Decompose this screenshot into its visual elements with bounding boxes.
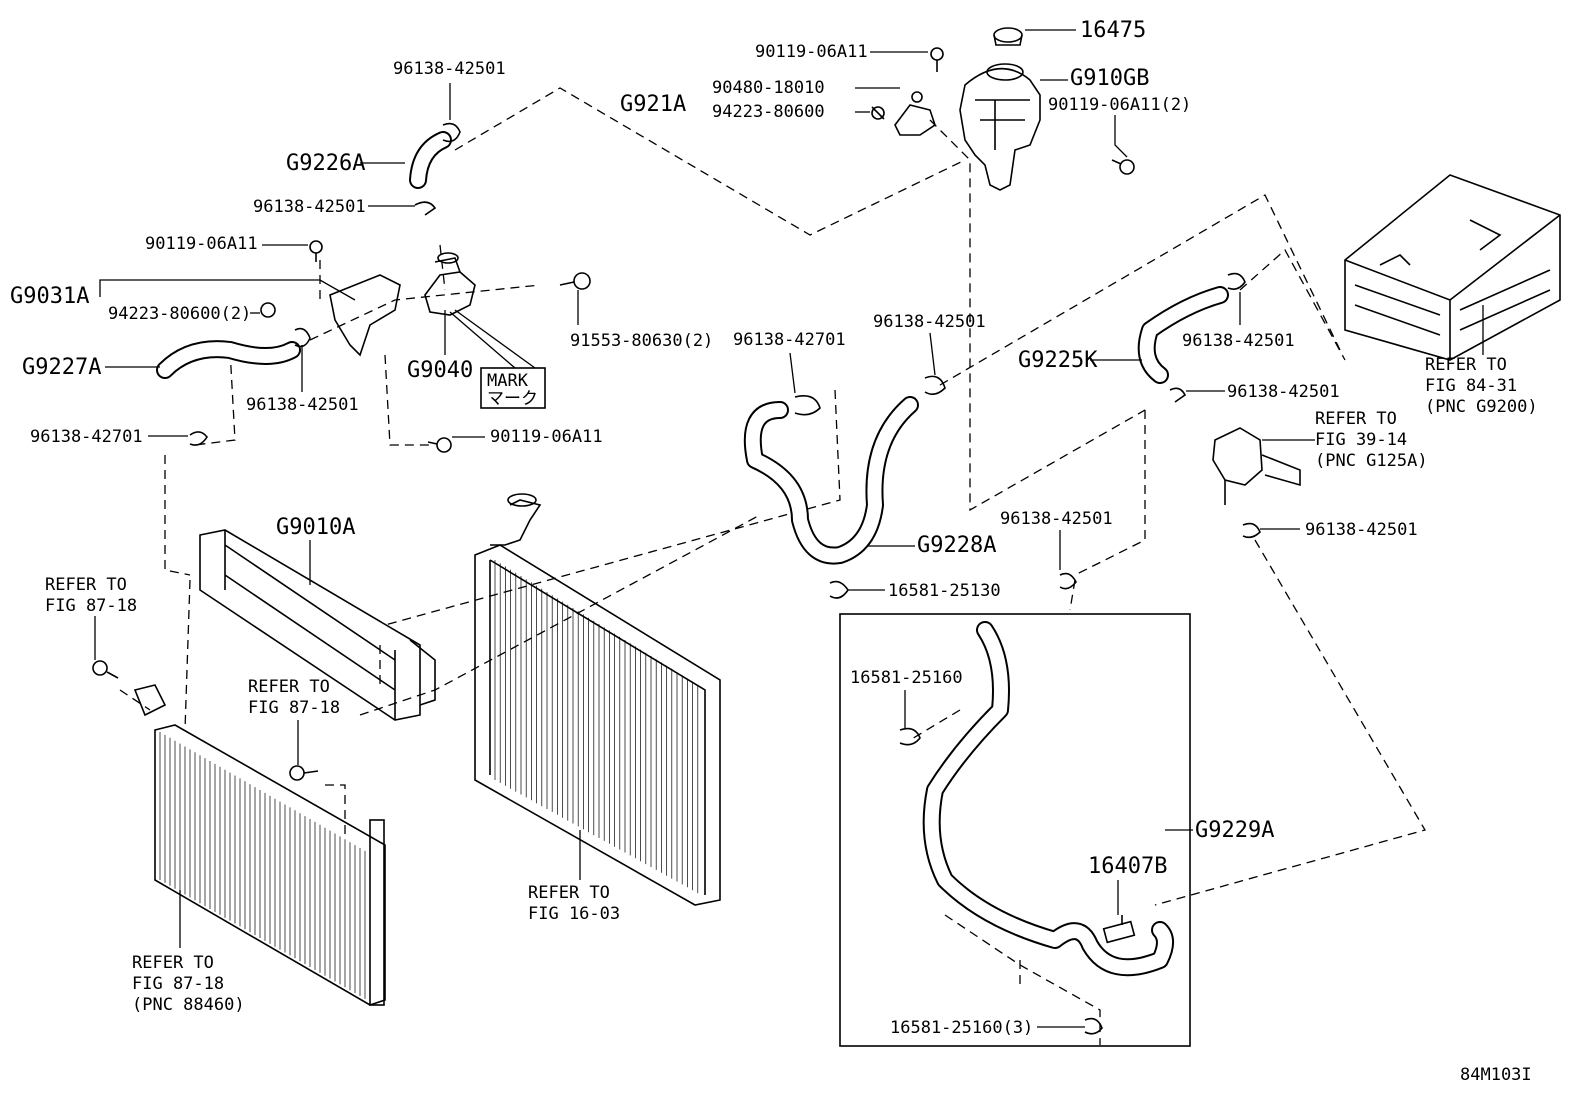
label-refer-87a-2: FIG 87-18 [45,596,137,616]
label-refer-39-3: (PNC G125A) [1315,451,1428,471]
label-90119-left: 90119-06A11 [145,234,258,254]
label-16475: 16475 [1080,18,1146,43]
label-90119-2: 90119-06A11(2) [1048,95,1191,115]
label-90119-top: 90119-06A11 [755,42,868,62]
label-96138-42501-a: 96138-42501 [393,59,506,79]
radiator [474,493,721,906]
label-g921a: G921A [620,92,686,117]
label-96138-42501-e: 96138-42501 [1182,331,1295,351]
label-96138-42501-c: 96138-42501 [246,395,359,415]
label-96138-42701-b: 96138-42701 [733,330,846,350]
label-g9229a: G9229A [1195,818,1274,843]
label-g910gb: G910GB [1070,66,1149,91]
label-g9228a: G9228A [917,533,996,558]
label-refer-87b-1: REFER TO [248,677,330,697]
label-refer-39-2: FIG 39-14 [1315,430,1407,450]
label-mark-jp: マーク [487,389,538,409]
label-94223-top: 94223-80600 [712,102,825,122]
label-96138-42501-d: 96138-42501 [873,312,986,332]
label-g9040: G9040 [407,358,473,383]
condenser-bolts [92,660,319,781]
label-mark-en: MARK [487,371,529,391]
tank-bolts [930,47,1135,175]
label-g9226a: G9226A [286,151,365,176]
callout-labels: 16475 90119-06A11 90480-18010 G921A 9422… [10,18,1538,1085]
leader-lines [94,29,1484,1028]
label-refer-84-3: (PNC G9200) [1425,397,1538,417]
label-refer-87c-3: (PNC 88460) [132,995,245,1015]
label-16581-25130: 16581-25130 [888,581,1001,601]
figure-code: 84M103I [1460,1065,1532,1085]
inverter [1344,174,1561,361]
label-90480: 90480-18010 [712,78,825,98]
condenser [133,684,386,1006]
label-refer-87a-1: REFER TO [45,575,127,595]
drain-plug [1102,915,1136,944]
label-16581-25160-3: 16581-25160(3) [890,1018,1033,1038]
water-pump [260,240,591,453]
label-96138-42701-a: 96138-42701 [30,427,143,447]
label-16407b: 16407B [1088,854,1167,879]
label-96138-42501-b: 96138-42501 [253,197,366,217]
label-91553: 91553-80630(2) [570,331,713,351]
reservoir-tank [959,27,1041,191]
label-refer-84-2: FIG 84-31 [1425,376,1517,396]
dashed-connections [119,87,1426,1045]
label-g9225k: G9225K [1018,348,1098,373]
label-g9010a: G9010A [276,515,355,540]
label-96138-42501-g: 96138-42501 [1305,520,1418,540]
label-refer-87c-2: FIG 87-18 [132,974,224,994]
clamps [189,122,1261,1035]
hoses [156,131,1229,977]
label-refer-16-2: FIG 16-03 [528,904,620,924]
label-refer-87c-1: REFER TO [132,953,214,973]
label-96138-42501-h: 96138-42501 [1000,509,1113,529]
label-g9227a: G9227A [22,355,101,380]
label-refer-84-1: REFER TO [1425,355,1507,375]
intercooler [199,529,436,721]
label-16581-25160: 16581-25160 [850,668,963,688]
label-refer-87b-2: FIG 87-18 [248,698,340,718]
electric-pump [1212,427,1301,505]
label-90119-bottom: 90119-06A11 [490,427,603,447]
label-refer-16-1: REFER TO [528,883,610,903]
tank-bracket [871,91,936,136]
label-refer-39-1: REFER TO [1315,409,1397,429]
label-96138-42501-f: 96138-42501 [1227,382,1340,402]
label-g9031a: G9031A [10,284,89,309]
label-94223-2: 94223-80600(2) [108,304,251,324]
mark-box [480,367,546,409]
